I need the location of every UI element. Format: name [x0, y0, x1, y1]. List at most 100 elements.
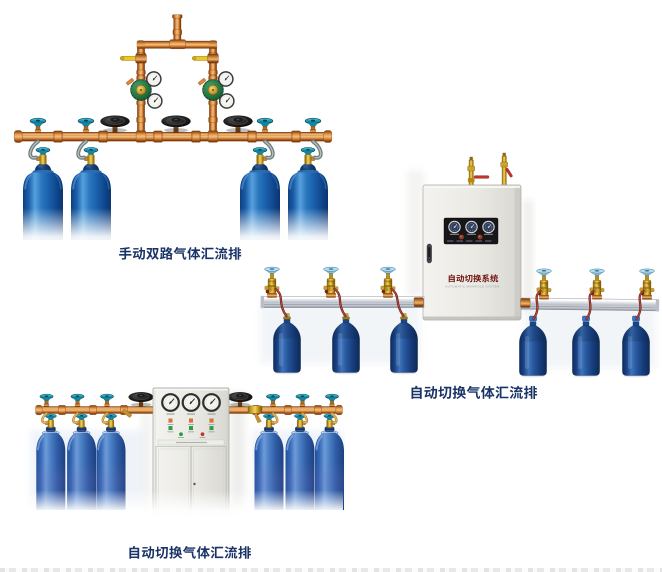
pressure-gauge: [217, 71, 234, 87]
pigtail-hose: [271, 412, 279, 424]
panel-label-text: [467, 233, 476, 235]
panel-gauge: [465, 220, 478, 234]
pressure-gauge: [145, 71, 162, 87]
pigtail-hose: [41, 412, 49, 424]
pipe-union: [247, 130, 257, 143]
header-valve: [78, 118, 94, 133]
panel-label-text: [447, 240, 454, 242]
pigtail-hose: [330, 412, 338, 424]
rail-valve: [589, 268, 605, 300]
header-valve: [296, 394, 309, 406]
purge-valve: [247, 405, 263, 423]
pigtail-hose: [101, 412, 109, 424]
cabinet-label: 自动切换系统: [448, 274, 499, 284]
caption-text: 手动双路气体汇流排: [118, 247, 241, 262]
pressure-gauge: [218, 93, 235, 109]
indicator-light: [208, 418, 215, 433]
pigtail-hose: [390, 287, 405, 318]
photo-backdrop: [141, 394, 152, 522]
pigtail-hose: [72, 412, 80, 424]
pressure-gauge: [146, 93, 163, 109]
pigtail-hose: [263, 139, 275, 160]
header-valve: [257, 118, 273, 133]
header-valve: [266, 394, 279, 406]
panel-label-text: [166, 413, 175, 415]
panel-knob: [458, 234, 465, 240]
indicator-light: [188, 418, 194, 433]
purge-valve: [122, 409, 132, 418]
figure-manual-dual-line-manifold: [14, 14, 333, 248]
pigtail-hose: [76, 139, 88, 160]
cabinet-top-valve: [467, 156, 490, 187]
panel-label-text: [207, 413, 216, 415]
indicator-light: [199, 432, 206, 438]
photo-backdrop: [407, 170, 424, 296]
pigtail-hose: [274, 287, 288, 318]
handwheel-valve: [128, 391, 154, 408]
control-cabinet: 自动切换系统 AUTOMATIC MANIFOLD SYSTEM: [422, 184, 522, 321]
indicator-light: [178, 432, 184, 438]
photo-fade: [17, 516, 343, 532]
header-valve: [30, 118, 46, 133]
cylinder-valve: [84, 148, 98, 165]
pressure-regulator: [198, 71, 235, 109]
figure-auto-switching-manifold-floor-cabinet: [17, 387, 345, 532]
figure-auto-switching-manifold: 自动切换系统 AUTOMATIC MANIFOLD SYSTEM: [260, 152, 660, 378]
caption-glyphs: [119, 247, 242, 260]
cylinder-valve: [36, 148, 50, 165]
door-handle-slot: [428, 247, 431, 260]
header-valve: [305, 118, 321, 133]
pipe-union: [98, 130, 108, 143]
header-valve: [40, 394, 53, 406]
header-valve: [71, 394, 84, 406]
pigtail-hose: [532, 289, 542, 321]
panel-label-text: [484, 233, 493, 235]
caption-art: [411, 385, 538, 399]
panel-knob: [477, 234, 483, 240]
photo-backdrop: [523, 200, 533, 312]
cylinder-valve: [263, 414, 274, 428]
rail-valve: [639, 268, 655, 300]
caption-art: [129, 546, 251, 559]
indicator-light: [167, 418, 174, 433]
pipe-union: [153, 130, 163, 143]
cylinder-valve: [45, 414, 56, 428]
panel-gauge: [161, 393, 180, 412]
handwheel-valve: [161, 115, 191, 134]
panel-label-text: [450, 233, 459, 235]
cabinet-name-text: [176, 441, 207, 444]
caption-manual-dual-line-manifold: 手动双路气体汇流排: [118, 247, 242, 262]
caption-art: [119, 247, 242, 260]
manifold-header-pipe: [14, 130, 332, 143]
cropped-text-strip: [0, 568, 662, 572]
pigtail-hose: [585, 289, 595, 321]
cabinet-top-valve: [500, 152, 513, 187]
handwheel-valve: [227, 391, 253, 408]
rail-valve: [323, 266, 339, 299]
cylinder-valve: [105, 414, 116, 428]
panel-gauge: [202, 393, 221, 412]
cabinet-label-art: [448, 274, 499, 283]
handwheel-valve: [223, 115, 253, 134]
pigtail-hose: [635, 289, 645, 321]
rail-valve: [264, 266, 280, 299]
pigtail-hose: [333, 287, 347, 318]
panel-gauge: [181, 393, 201, 412]
manifold-rail-left: [260, 295, 425, 309]
caption-auto-switching-manifold: 自动切换气体汇流排: [409, 385, 538, 401]
caption-glyphs: [129, 546, 251, 559]
pigtail-hose: [28, 139, 40, 160]
panel-label-text: [456, 240, 463, 242]
photo-fade: [15, 208, 333, 248]
panel-gauge: [482, 220, 495, 234]
panel-label-text: [466, 240, 473, 242]
panel-label-text: [485, 240, 492, 242]
caption-glyphs: [411, 385, 538, 399]
panel-label-text: [475, 240, 482, 242]
caption-text: 自动切换气体汇流排: [409, 386, 532, 401]
pressure-regulator: [126, 71, 163, 109]
caption-auto-switching-manifold-floor: 自动切换气体汇流排: [127, 546, 252, 561]
pipe-union: [53, 130, 63, 143]
pipe-union: [191, 130, 201, 143]
